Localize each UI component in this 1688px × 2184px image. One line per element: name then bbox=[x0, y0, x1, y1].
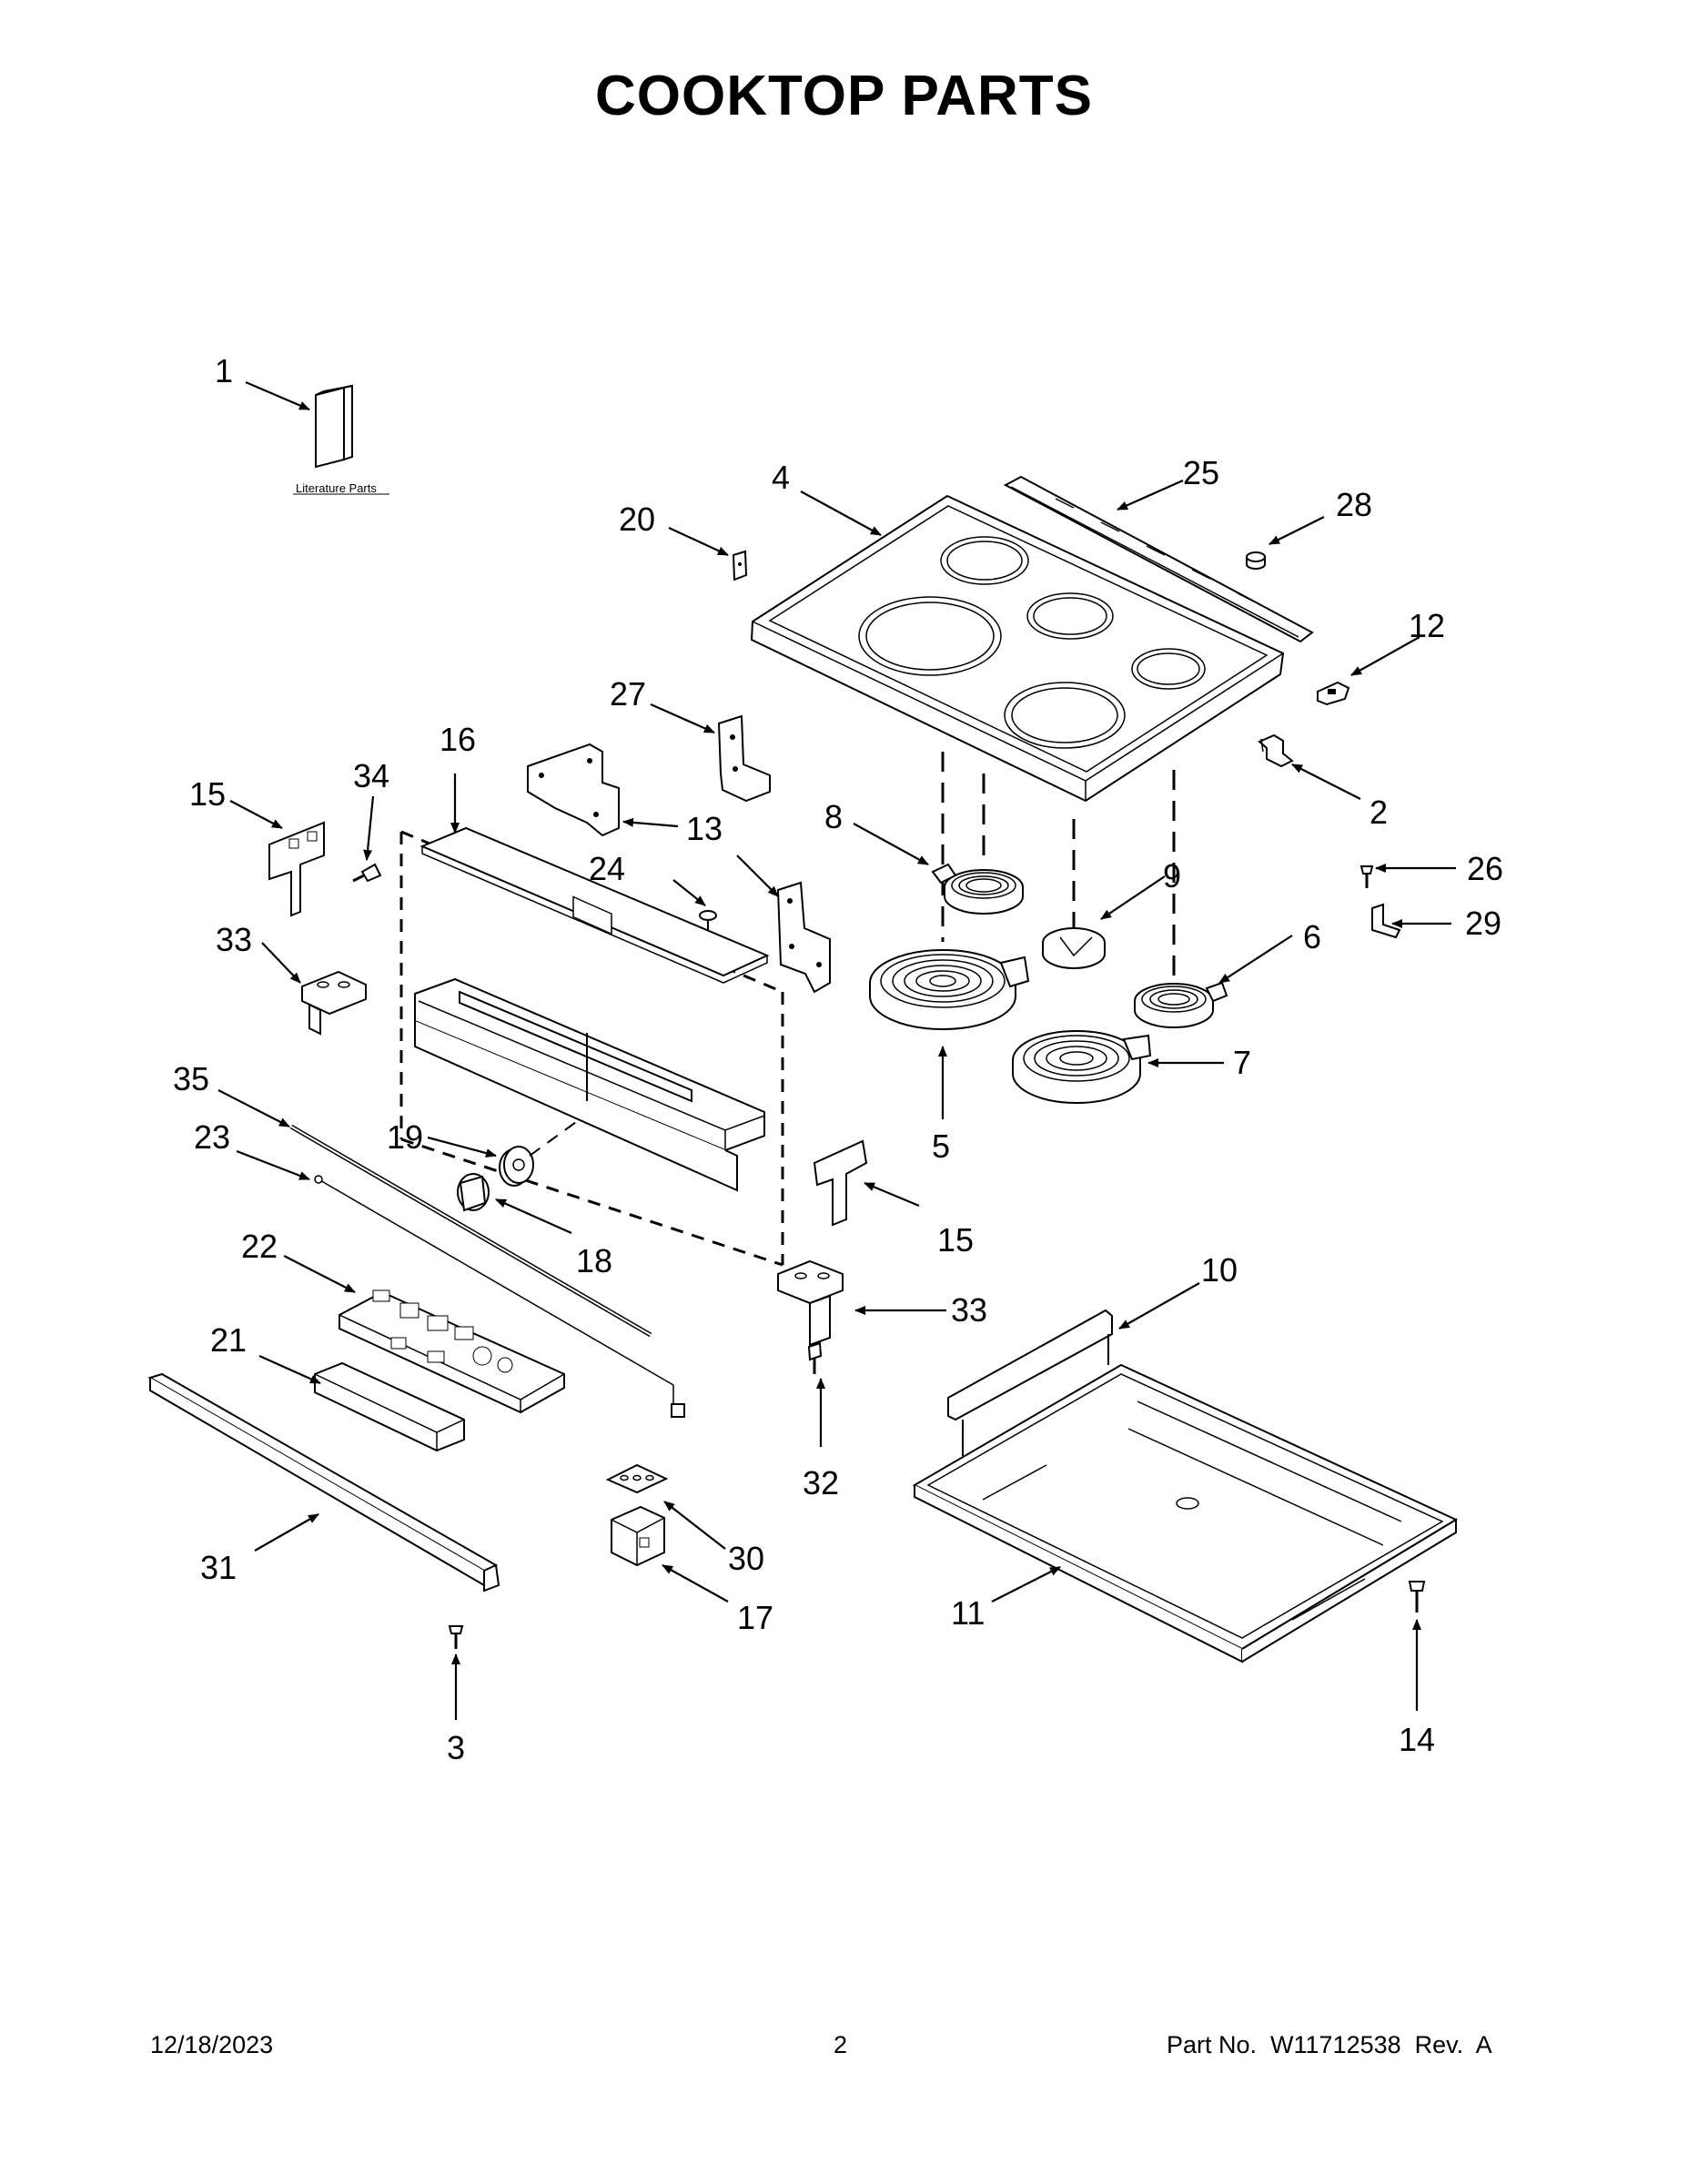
callout-17: 17 bbox=[737, 1599, 773, 1636]
support-bracket-10 bbox=[947, 1309, 1113, 1456]
callout-2: 2 bbox=[1370, 794, 1388, 831]
callout-10: 10 bbox=[1201, 1251, 1238, 1289]
shield-21 bbox=[314, 1361, 465, 1452]
bracket-13-upper bbox=[527, 743, 620, 837]
callout-21: 21 bbox=[210, 1321, 247, 1359]
callout-26: 26 bbox=[1467, 850, 1503, 887]
callout-29: 29 bbox=[1465, 905, 1501, 942]
callout-6: 6 bbox=[1303, 918, 1321, 956]
callout-4: 4 bbox=[772, 459, 790, 496]
bracket-12 bbox=[1317, 681, 1350, 706]
bracket-15-right bbox=[813, 1139, 868, 1227]
screw-26 bbox=[1359, 865, 1374, 888]
footer-date: 12/18/2023 bbox=[150, 2031, 274, 2058]
bracket-33-right bbox=[777, 1259, 844, 1347]
front-trim-31 bbox=[147, 1372, 500, 1592]
callout-35: 35 bbox=[173, 1060, 209, 1097]
bracket-2 bbox=[1258, 733, 1294, 768]
callout-13: 13 bbox=[686, 810, 723, 847]
callout-19: 19 bbox=[387, 1118, 423, 1156]
plug-button bbox=[1246, 551, 1266, 570]
base-pan-11 bbox=[912, 1363, 1459, 1663]
callout-24: 24 bbox=[589, 850, 625, 887]
screw-3 bbox=[448, 1625, 464, 1649]
callout-27: 27 bbox=[610, 675, 646, 713]
literature-parts-label: Literature Parts bbox=[296, 481, 377, 495]
callout-5: 5 bbox=[932, 1127, 950, 1165]
bracket-27 bbox=[717, 714, 771, 803]
callout-12: 12 bbox=[1409, 607, 1445, 644]
bracket-15-left bbox=[268, 821, 325, 917]
screw-32 bbox=[807, 1341, 823, 1374]
surface-element-5 bbox=[869, 949, 1030, 1030]
cooktop-glass bbox=[750, 494, 1285, 803]
control-panel-assembly bbox=[399, 826, 784, 1267]
surface-element-7 bbox=[1012, 1030, 1152, 1104]
bracket-29 bbox=[1371, 903, 1401, 939]
callout-33-left: 33 bbox=[216, 921, 252, 958]
footer-page-number: 2 bbox=[834, 2031, 848, 2058]
control-board-22 bbox=[339, 1289, 565, 1414]
surface-element-6 bbox=[1134, 981, 1228, 1028]
screw-14 bbox=[1408, 1581, 1426, 1613]
keypad-30 bbox=[605, 1463, 669, 1494]
callout-14: 14 bbox=[1399, 1721, 1435, 1758]
bracket-13-lower bbox=[776, 881, 831, 994]
callout-31: 31 bbox=[200, 1549, 237, 1586]
callout-arrows bbox=[217, 380, 1456, 1720]
callout-1: 1 bbox=[215, 352, 233, 389]
callout-23: 23 bbox=[194, 1118, 230, 1156]
callout-9: 9 bbox=[1163, 857, 1181, 895]
callout-numbers: 1 2 3 4 5 6 7 8 9 10 11 12 13 14 15 15 1… bbox=[173, 352, 1503, 1766]
screw-34 bbox=[352, 863, 382, 883]
callout-15-left: 15 bbox=[189, 775, 226, 813]
callout-25: 25 bbox=[1183, 454, 1219, 491]
literature-parts-booklet: Literature Parts bbox=[293, 384, 389, 495]
callout-33-right: 33 bbox=[951, 1291, 987, 1329]
bracket-33-left bbox=[301, 970, 367, 1036]
callout-34: 34 bbox=[353, 757, 389, 794]
clip-20 bbox=[732, 550, 748, 581]
footer-part-number: Part No. W11712538 Rev. A bbox=[1167, 2031, 1492, 2058]
callout-8: 8 bbox=[824, 798, 843, 835]
surface-element-8 bbox=[931, 863, 1024, 915]
callout-20: 20 bbox=[619, 500, 655, 538]
callout-15-right: 15 bbox=[937, 1221, 974, 1259]
callout-11: 11 bbox=[951, 1594, 985, 1632]
callout-7: 7 bbox=[1233, 1044, 1251, 1081]
callout-18: 18 bbox=[576, 1242, 612, 1279]
encoder-19 bbox=[499, 1117, 583, 1187]
callout-28: 28 bbox=[1336, 486, 1372, 523]
switch-17 bbox=[611, 1505, 665, 1567]
knob-18 bbox=[457, 1173, 490, 1212]
page-title: COOKTOP PARTS bbox=[595, 65, 1093, 127]
rod-35 bbox=[289, 1124, 652, 1338]
wire-23 bbox=[314, 1175, 685, 1418]
callout-3: 3 bbox=[447, 1729, 465, 1766]
callout-16: 16 bbox=[440, 721, 476, 758]
limiter-9 bbox=[1042, 927, 1106, 969]
callout-32: 32 bbox=[803, 1464, 839, 1502]
callout-22: 22 bbox=[241, 1228, 278, 1265]
rear-trim bbox=[1003, 475, 1314, 643]
callout-30: 30 bbox=[728, 1540, 764, 1577]
